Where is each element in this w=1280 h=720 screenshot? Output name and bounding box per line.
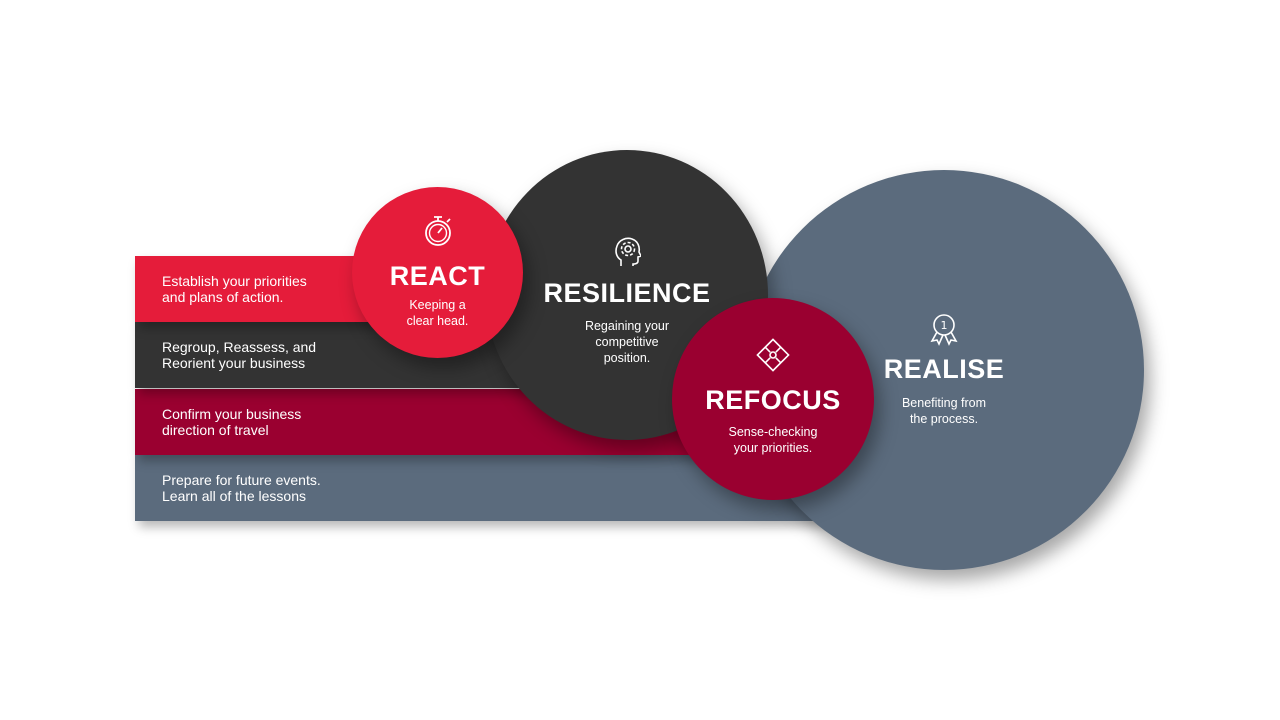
react-circle: REACT Keeping a clear head. [352,187,523,358]
band-direction-text: Confirm your business direction of trave… [162,406,302,438]
refocus-title: REFOCUS [705,385,841,415]
band-regroup-text: Regroup, Reassess, and Reorient your bus… [162,339,317,371]
react-title: REACT [389,261,486,291]
award-ribbon-icon: 1 [930,314,958,346]
puzzle-icon [756,338,790,372]
react-desc: Keeping a clear head. [406,298,469,328]
refocus-desc: Sense-checking your priorities. [728,425,818,455]
band-priorities-text: Establish your priorities and plans of a… [162,273,307,305]
head-gear-icon [615,237,641,266]
svg-text:1: 1 [941,319,948,332]
resilience-title: RESILIENCE [543,278,711,308]
band-future-text: Prepare for future events. Learn all of … [162,472,321,504]
stopwatch-icon [424,216,451,246]
realise-desc: Benefiting from the process. [901,396,987,426]
refocus-circle: REFOCUS Sense-checking your priorities. [672,298,874,500]
realise-title: REALISE [883,354,1005,384]
resilience-desc: Regaining your competitive position. [584,319,670,365]
